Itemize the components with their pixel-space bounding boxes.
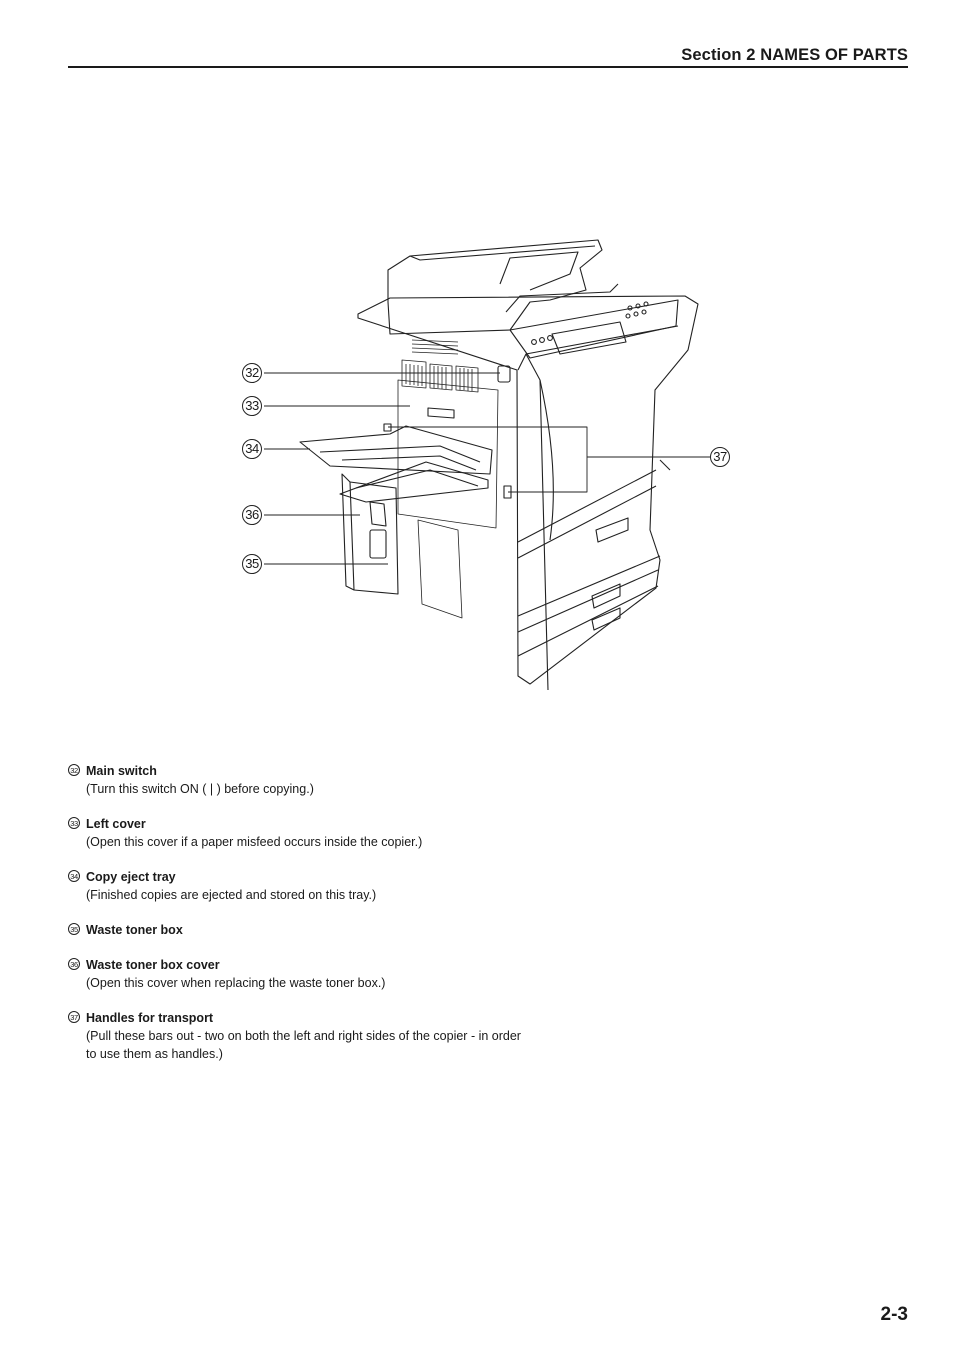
section-title: Section 2 NAMES OF PARTS (681, 46, 908, 64)
callout-36: 36 (242, 505, 262, 525)
part-number: 37 (68, 1011, 80, 1023)
part-item: 35 Waste toner box (68, 921, 528, 939)
side-vents (401, 339, 479, 393)
copier-illustration: 32 33 34 36 35 37 (230, 230, 750, 700)
operation-panel (509, 299, 679, 359)
main-switch (497, 365, 511, 383)
part-item: 36 Waste toner box cover (Open this cove… (68, 956, 528, 992)
callout-34: 34 (242, 439, 262, 459)
part-number: 35 (68, 923, 80, 935)
copier-drawing (264, 239, 710, 691)
part-item: 33 Left cover (Open this cover if a pape… (68, 815, 528, 851)
left-cover (397, 379, 499, 529)
parts-list: 32 Main switch (Turn this switch ON ( | … (68, 762, 528, 1080)
part-description: (Turn this switch ON ( | ) before copyin… (86, 782, 314, 796)
part-description: (Open this cover when replacing the wast… (86, 976, 386, 990)
part-item: 34 Copy eject tray (Finished copies are … (68, 868, 528, 904)
part-name: Left cover (86, 817, 146, 831)
part-description: (Finished copies are ejected and stored … (86, 888, 377, 902)
part-item: 32 Main switch (Turn this switch ON ( | … (68, 762, 528, 798)
part-description: (Pull these bars out - two on both the l… (86, 1029, 521, 1061)
part-number: 34 (68, 870, 80, 882)
copy-eject-tray (299, 425, 493, 475)
document-processor (387, 239, 603, 335)
handle-upper (383, 423, 392, 432)
waste-toner-box (369, 529, 387, 559)
page-number: 2-3 (880, 1304, 908, 1325)
part-number: 33 (68, 817, 80, 829)
callout-35: 35 (242, 554, 262, 574)
part-name: Main switch (86, 764, 157, 778)
callout-32: 32 (242, 363, 262, 383)
part-name: Copy eject tray (86, 870, 176, 884)
part-name: Handles for transport (86, 1011, 214, 1025)
front-door (417, 519, 463, 619)
part-name: Waste toner box cover (86, 958, 220, 972)
part-item: 37 Handles for transport (Pull these bar… (68, 1009, 528, 1063)
callout-37: 37 (710, 447, 730, 467)
part-description: (Open this cover if a paper misfeed occu… (86, 835, 423, 849)
callout-33: 33 (242, 396, 262, 416)
copier-body-outline (357, 295, 699, 685)
part-number: 36 (68, 958, 80, 970)
drawer-handle (595, 517, 629, 543)
header-rule (68, 66, 908, 68)
leader-lines (264, 372, 710, 565)
part-name: Waste toner box (86, 923, 183, 937)
part-number: 32 (68, 764, 80, 776)
